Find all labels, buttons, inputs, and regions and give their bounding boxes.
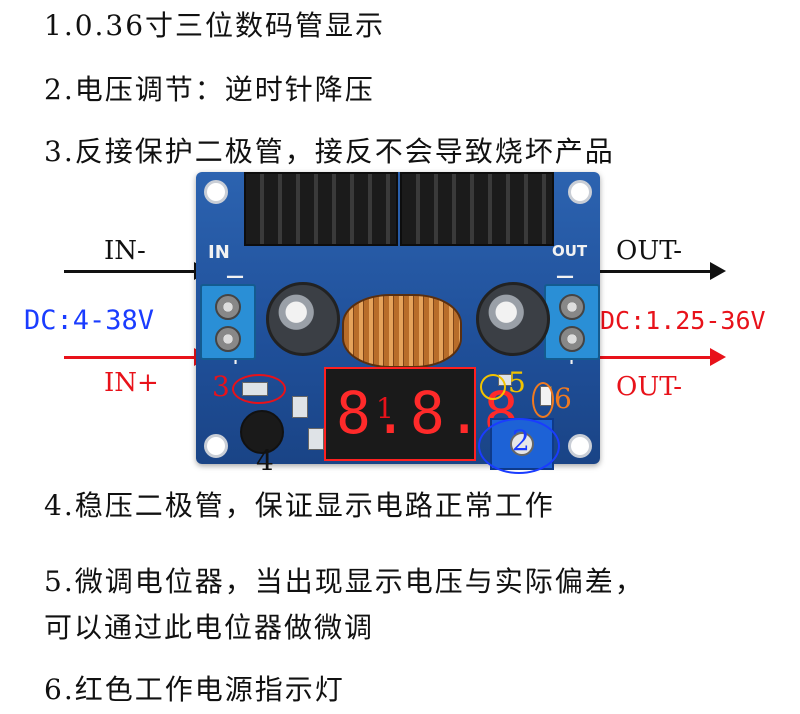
note-4: 4.稳压二极管，保证显示电路正常工作 <box>44 489 555 522</box>
marker-oval-6 <box>532 382 554 418</box>
note-5: 5.微调电位器，当出现显示电压与实际偏差， <box>44 565 645 598</box>
mount-hole-br <box>568 434 592 458</box>
silk-minus-right: — <box>556 266 574 287</box>
input-terminal <box>200 284 256 360</box>
silk-in: IN <box>208 242 230 263</box>
input-screw-bottom <box>215 326 241 352</box>
marker-oval-2 <box>478 418 560 474</box>
silk-minus-left: — <box>226 266 244 287</box>
note-3: 3.反接保护二极管，接反不会导致烧坏产品 <box>44 135 615 168</box>
smd-component-3 <box>308 428 324 450</box>
marker-3: 3 <box>212 370 230 403</box>
mount-hole-bl <box>204 434 228 458</box>
out-plus-arrow <box>594 348 726 366</box>
marker-oval-5 <box>480 374 506 400</box>
note-1: 1.0.36寸三位数码管显示 <box>44 9 386 42</box>
heatsink-left <box>244 172 398 246</box>
marker-6: 6 <box>554 382 572 415</box>
mount-hole-tl <box>204 180 228 204</box>
mount-hole-tr <box>568 180 592 204</box>
inductor-coil <box>342 294 462 368</box>
marker-1: 1 <box>376 392 394 425</box>
seven-segment-display: 8.8.8 <box>324 367 521 461</box>
output-terminal <box>544 284 600 360</box>
in-plus-label: IN+ <box>104 368 159 398</box>
in-minus-arrow <box>64 262 210 280</box>
marker-2: 2 <box>512 424 530 457</box>
in-minus-label: IN- <box>104 236 146 266</box>
out-minus-arrow <box>594 262 726 280</box>
note-5-cont: 可以通过此电位器做微调 <box>44 611 375 644</box>
note-2: 2.电压调节：逆时针降压 <box>44 73 375 106</box>
display-digits: 8.8.8 <box>336 379 521 447</box>
heatsink-right <box>400 172 554 246</box>
dc-input-label: DC:4-38V <box>24 305 155 336</box>
output-screw-top <box>559 294 585 320</box>
note-6: 6.红色工作电源指示灯 <box>44 673 345 706</box>
out-minus-label-bottom: OUT- <box>616 372 683 402</box>
in-plus-arrow <box>64 348 210 366</box>
input-screw-top <box>215 294 241 320</box>
input-capacitor <box>266 282 340 356</box>
marker-oval-3 <box>232 374 286 404</box>
dc-output-label: DC:1.25-36V <box>600 306 766 335</box>
output-capacitor <box>476 282 550 356</box>
smd-component-2 <box>292 396 308 418</box>
marker-oval-4 <box>240 410 284 454</box>
marker-4: 4 <box>256 444 274 477</box>
out-minus-label-top: OUT- <box>616 236 683 266</box>
output-screw-bottom <box>559 326 585 352</box>
marker-5: 5 <box>508 366 526 399</box>
silk-out: OUT <box>552 242 588 260</box>
